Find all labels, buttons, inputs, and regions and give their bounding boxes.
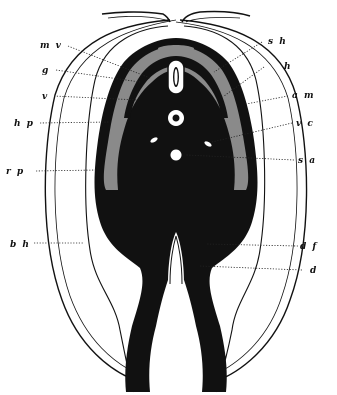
amnion-top-fold	[102, 12, 250, 23]
label-rp: r p	[6, 167, 25, 177]
label-mv: m v	[40, 41, 62, 51]
label-v: v	[42, 92, 49, 102]
label-df: d f	[300, 242, 318, 252]
label-hp: h p	[14, 119, 34, 129]
label-sh: s h	[268, 37, 287, 47]
label-d: d	[310, 266, 318, 276]
embryo-body	[95, 38, 258, 392]
label-bh: b h	[10, 240, 30, 250]
label-h: h	[284, 62, 292, 72]
label-g: g	[42, 66, 50, 76]
label-sa: s a	[298, 156, 317, 166]
label-am: a m	[292, 91, 315, 101]
aorta	[171, 150, 182, 161]
label-vc: v c	[296, 119, 314, 129]
